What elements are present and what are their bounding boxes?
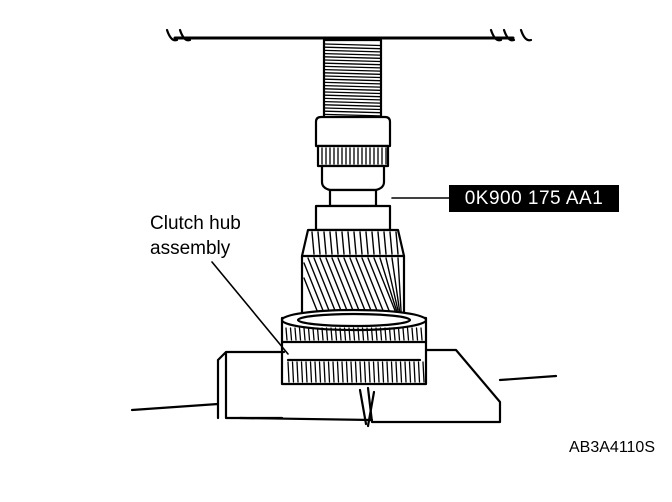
press-adapter-tool (314, 115, 392, 208)
support-blocks (130, 348, 558, 428)
clutch-hub-assembly (280, 308, 428, 386)
tool-number-tag: 0K900 175 AA1 (449, 185, 619, 212)
clutch-hub-label-line2: assembly (150, 238, 231, 259)
press-crossbar (165, 28, 533, 42)
figure-code: AB3A4110S (569, 439, 655, 456)
clutch-hub-label-line1: Clutch hub (150, 213, 241, 234)
threaded-screw (322, 38, 383, 120)
clutch-hub-leader (211, 261, 289, 355)
clutch-hub-label: Clutch hub assembly (150, 211, 241, 261)
shaft-collar (314, 204, 392, 232)
